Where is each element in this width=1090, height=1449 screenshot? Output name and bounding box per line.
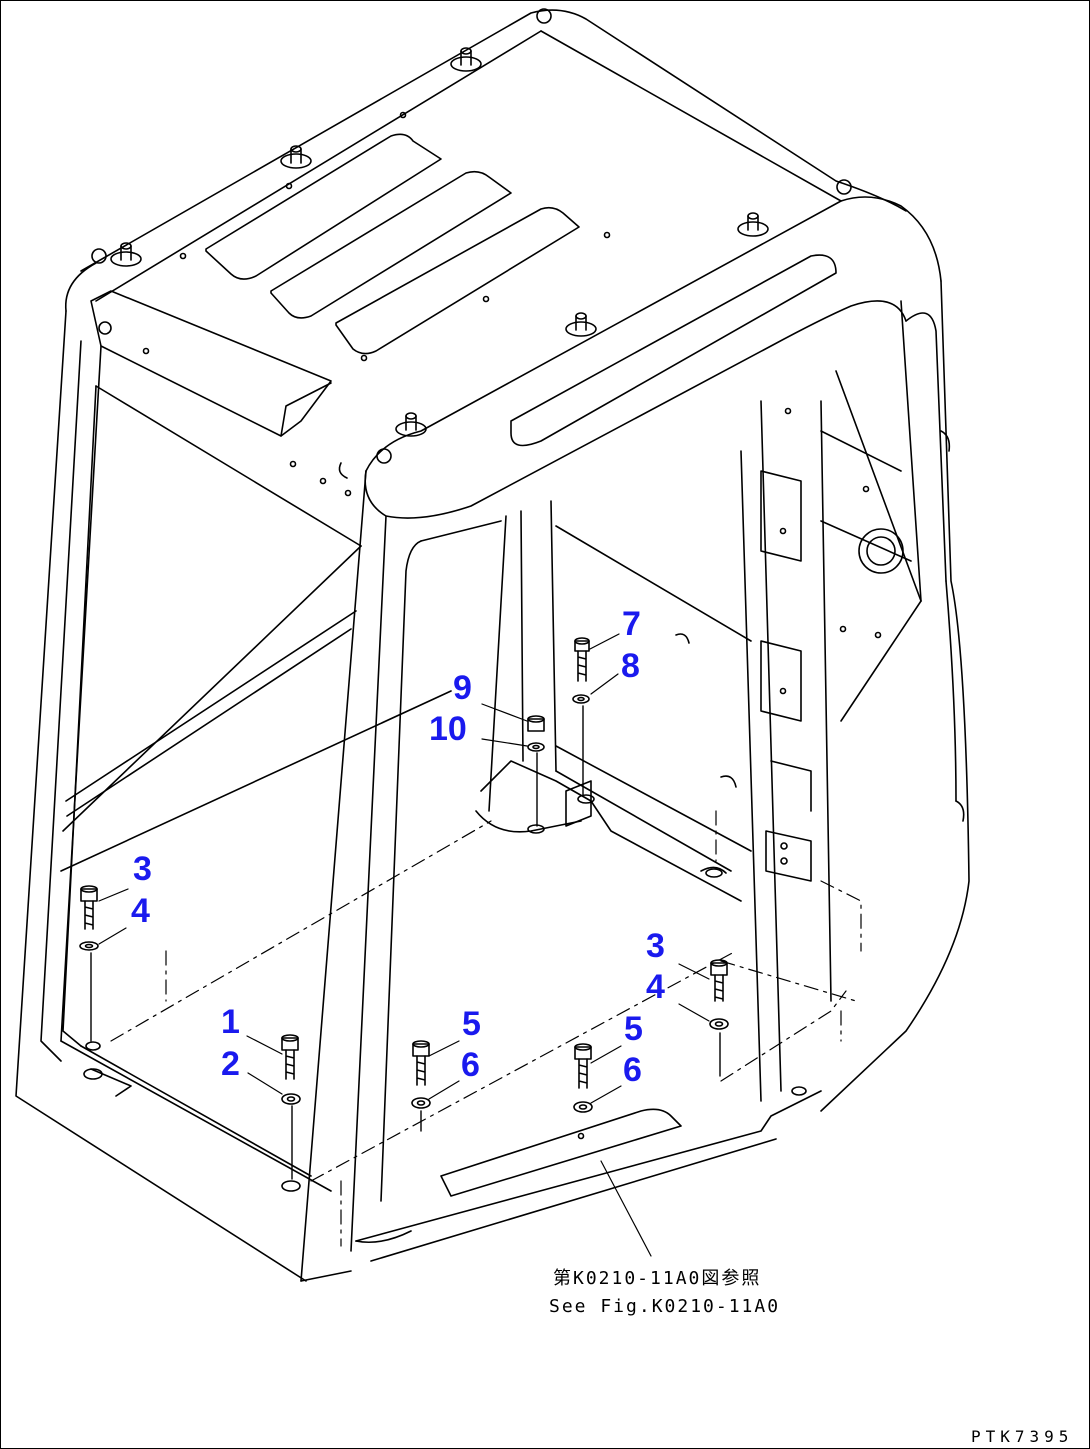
rear-side-frame <box>488 280 970 1112</box>
washer-4-left <box>79 941 99 951</box>
callout-10: 10 <box>429 710 467 748</box>
front-center-pillar <box>300 470 502 1282</box>
front-left-pillar <box>15 310 452 1282</box>
chain-lines <box>110 810 862 1247</box>
bolt-3-left <box>80 885 98 930</box>
washer-10 <box>527 742 545 752</box>
callout-6-middle: 6 <box>461 1046 480 1084</box>
washer-6-right <box>573 1101 593 1113</box>
callout-3-right: 3 <box>646 927 665 965</box>
rear-upper-beam <box>364 196 942 519</box>
callout-7: 7 <box>622 605 641 643</box>
callout-5-right: 5 <box>624 1010 643 1048</box>
reference-note-english: See Fig.K0210-11A0 <box>549 1296 780 1317</box>
leader-lines <box>98 633 710 1257</box>
washer-6-middle <box>411 1097 431 1109</box>
reference-note-japanese: 第K0210-11A0図参照 <box>553 1268 761 1289</box>
callout-8: 8 <box>621 647 640 685</box>
callout-3-left: 3 <box>133 850 152 888</box>
bolt-3-right <box>710 959 728 1002</box>
callout-5-middle: 5 <box>462 1005 481 1043</box>
callout-numbers: 7 8 9 10 3 4 1 2 5 6 5 6 3 4 <box>131 605 665 1089</box>
bolt-1 <box>281 1034 299 1080</box>
callout-9: 9 <box>453 669 472 707</box>
nut-9 <box>527 715 545 732</box>
washer-4-right <box>709 1018 729 1030</box>
bolt-5-right <box>574 1043 592 1089</box>
callout-2: 2 <box>221 1045 240 1083</box>
callout-4-right: 4 <box>646 968 665 1006</box>
floor-frame <box>83 760 822 1262</box>
callout-1: 1 <box>221 1003 240 1041</box>
washer-8 <box>572 694 590 704</box>
callout-6-right: 6 <box>623 1051 642 1089</box>
drawing-code: PTK7395 <box>971 1427 1073 1446</box>
bolt-7 <box>574 637 590 682</box>
washer-2 <box>281 1093 301 1105</box>
callout-4-left: 4 <box>131 892 150 930</box>
bolt-5-middle <box>412 1040 430 1086</box>
